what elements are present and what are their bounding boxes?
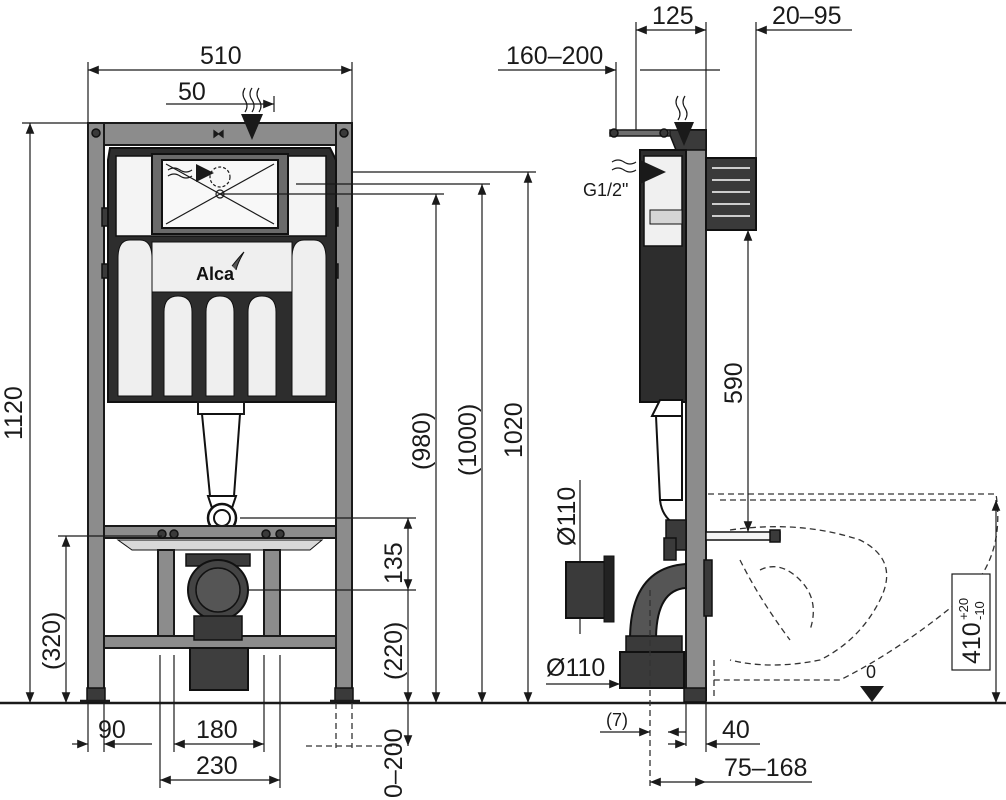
dim-bowl-tolerance-plus: +20 [956, 598, 971, 620]
dim-bowl-height: 410 [958, 622, 986, 664]
svg-text:⧓: ⧓ [212, 126, 225, 141]
mounting-bolt [705, 531, 781, 541]
dim-height-1020: 1020 [500, 402, 528, 458]
dim-depth-160-200: 160–200 [506, 42, 603, 70]
dim-foot-adjust: 0–200 [380, 728, 408, 798]
dim-diameter-top: Ø110 [553, 487, 581, 546]
dim-foot-90: 90 [98, 716, 126, 744]
front-view: Alca ⧓ [0, 42, 536, 798]
dim-total-height: 1120 [0, 386, 28, 440]
brand-logo: Alca [196, 264, 235, 284]
side-drain-elbow [628, 562, 687, 641]
dim-drain-220: (220) [380, 622, 408, 680]
label-floor-zero: 0 [866, 662, 876, 682]
dim-bowl-tolerance-minus: -10 [972, 601, 987, 620]
dim-frame-width: 510 [200, 42, 242, 70]
dim-height-980: (980) [408, 412, 436, 470]
dim-offset-40: 40 [722, 716, 750, 744]
dim-offset-7: (7) [606, 710, 628, 730]
side-drain-coupling [565, 561, 609, 619]
dim-diameter-bottom: Ø110 [546, 654, 605, 682]
dim-drain-135: 135 [380, 542, 408, 584]
dim-height-320: (320) [38, 612, 66, 670]
drain-pipe [189, 647, 249, 691]
dim-offset-75-168: 75–168 [724, 754, 807, 782]
dim-pipe-180: 180 [196, 716, 238, 744]
dim-inlet-offset: 50 [178, 78, 206, 106]
side-view: G1/2" 125 20–95 160–200 [498, 2, 1001, 790]
dim-height-1000: (1000) [454, 404, 482, 476]
dim-bolt-590: 590 [720, 362, 748, 404]
side-frame-post [685, 129, 707, 701]
dim-depth-20-95: 20–95 [772, 2, 842, 30]
wall-anchor [705, 157, 757, 231]
floor-zero-marker [860, 686, 884, 702]
dim-depth-125: 125 [652, 2, 694, 30]
dim-pipe-230: 230 [196, 752, 238, 780]
side-drain-pipe [619, 651, 685, 689]
label-water-inlet: G1/2" [583, 180, 628, 200]
